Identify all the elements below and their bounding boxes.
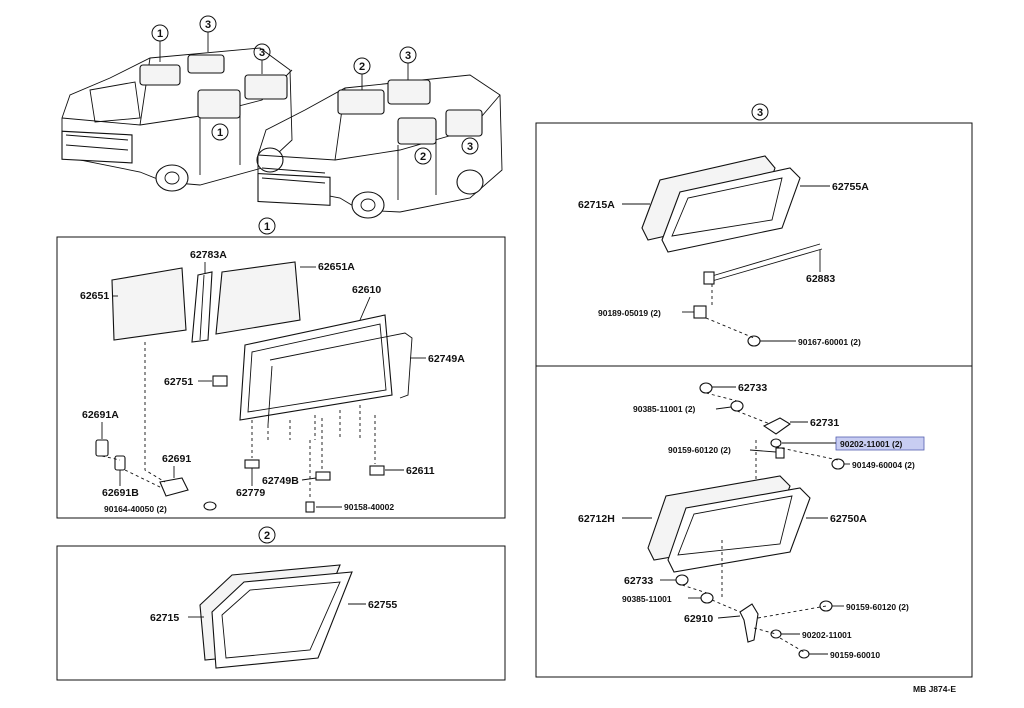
screw-90158: [305, 501, 315, 513]
label-62715: 62715: [150, 612, 179, 624]
label-62691b: 62691B: [102, 487, 139, 499]
label-62755a: 62755A: [832, 181, 869, 193]
clip-90189: [693, 305, 707, 319]
van-left-mark-2: 3: [205, 19, 211, 31]
bushing-62733-top: [699, 382, 713, 394]
van-right-mark-4: 3: [467, 141, 473, 153]
van-left-illustration: [61, 47, 293, 192]
section-3-mark: 3: [757, 107, 763, 119]
section-1-frame: [56, 236, 506, 519]
van-right-illustration: [257, 74, 503, 219]
section-1-mark: 1: [264, 221, 270, 233]
label-90149: 90149-60004 (2): [852, 460, 915, 470]
bolt-90159-top: [775, 447, 785, 459]
weatherstrip-62755: [211, 571, 353, 669]
label-62751: 62751: [164, 376, 193, 388]
label-62715a: 62715A: [578, 199, 615, 211]
van-left-callouts: 1 3 3 1: [151, 15, 271, 141]
label-62651a: 62651A: [318, 261, 355, 273]
section-2-header: 2: [258, 526, 276, 544]
label-90189: 90189-05019 (2): [598, 308, 661, 318]
latch-62691: [159, 477, 189, 497]
stop-62749b: [315, 471, 331, 481]
section-3-lower-frame: [535, 365, 973, 678]
label-62731: 62731: [810, 417, 839, 429]
latch-62691b: [114, 455, 126, 471]
spacer-90385-top: [730, 400, 744, 412]
section-2-parts: 62715 62755: [150, 564, 397, 669]
van-left-mark-3: 3: [259, 47, 265, 59]
label-62750a: 62750A: [830, 513, 867, 525]
label-90164: 90164-40050 (2): [104, 504, 167, 514]
label-90202-highlight: 90202-11001 (2): [840, 439, 903, 449]
label-62783a: 62783A: [190, 249, 227, 261]
label-62651: 62651: [80, 290, 109, 302]
nut-90149: [831, 458, 845, 470]
label-62712h: 62712H: [578, 513, 615, 525]
label-62910: 62910: [684, 613, 713, 625]
bushing-62733-bottom: [675, 574, 689, 586]
label-62733-top: 62733: [738, 382, 767, 394]
van-right-callouts: 2 3 2 3: [353, 46, 479, 165]
van-left-mark-4: 1: [217, 127, 223, 139]
section-2-frame: [56, 545, 506, 681]
rod-62883: [711, 243, 823, 282]
latch-62691a: [95, 439, 109, 457]
latch-62910: [739, 603, 759, 643]
label-62749a: 62749A: [428, 353, 465, 365]
weatherstrip-62755a: [661, 167, 801, 253]
section-1-parts: [95, 261, 413, 513]
label-62610: 62610: [352, 284, 381, 296]
van-right-mark-3: 2: [420, 151, 426, 163]
label-90158: 90158-40002: [344, 502, 394, 512]
screw-90164: [203, 501, 217, 511]
label-62691: 62691: [162, 453, 191, 465]
label-90385-bottom: 90385-11001: [622, 594, 672, 604]
frame-62610: [239, 314, 393, 421]
section-2-mark: 2: [264, 530, 270, 542]
bracket-62731: [762, 417, 792, 435]
section-3-lower-parts: 62733 90385-11001 (2) 62731 90202-11001 …: [578, 382, 925, 660]
label-62733-bottom: 62733: [624, 575, 653, 587]
glass-62651: [111, 267, 187, 341]
block-62611: [369, 465, 385, 476]
screw-90167: [747, 335, 761, 347]
highlighted-part-90202[interactable]: 90202-11001 (2): [835, 436, 925, 451]
weatherstrip-62750a: [667, 487, 811, 573]
label-90167: 90167-60001 (2): [798, 337, 861, 347]
glass-62651a: [215, 261, 301, 335]
section-1-labels: 62651 62783A 62651A 62610 62749A 62751 6…: [80, 249, 465, 514]
section-1-header: 1: [258, 217, 276, 235]
label-90385-top: 90385-11001 (2): [633, 404, 696, 414]
screw-90159-bottom: [798, 649, 810, 659]
van-left-mark-1: 1: [157, 28, 163, 40]
rod-end-62883: [703, 271, 715, 285]
label-62779: 62779: [236, 487, 265, 499]
channel-62749a: [269, 332, 413, 399]
label-90202-bottom: 90202-11001: [802, 630, 852, 640]
label-62755: 62755: [368, 599, 397, 611]
label-62611: 62611: [406, 465, 435, 477]
label-62749b: 62749B: [262, 475, 299, 487]
label-90159-top: 90159-60120 (2): [668, 445, 731, 455]
label-90159-bottom: 90159-60010: [830, 650, 880, 660]
diagram-code: MB J874-E: [913, 684, 956, 694]
van-right-mark-1: 2: [359, 61, 365, 73]
clip-62751: [212, 375, 228, 387]
label-62691a: 62691A: [82, 409, 119, 421]
label-62883: 62883: [806, 273, 835, 285]
section-3-header: 3: [751, 103, 769, 121]
van-right-mark-2: 3: [405, 50, 411, 62]
label-90159-right: 90159-60120 (2): [846, 602, 909, 612]
washer-90202-bottom: [770, 629, 782, 639]
bolt-90159-right: [819, 600, 833, 612]
pad-62779: [244, 459, 260, 469]
section-3-upper-parts: 62715A 62755A 62883 90189-05019 (2) 9016…: [578, 155, 869, 347]
washer-90202-top: [770, 438, 782, 448]
spacer-90385-bottom: [700, 592, 714, 604]
